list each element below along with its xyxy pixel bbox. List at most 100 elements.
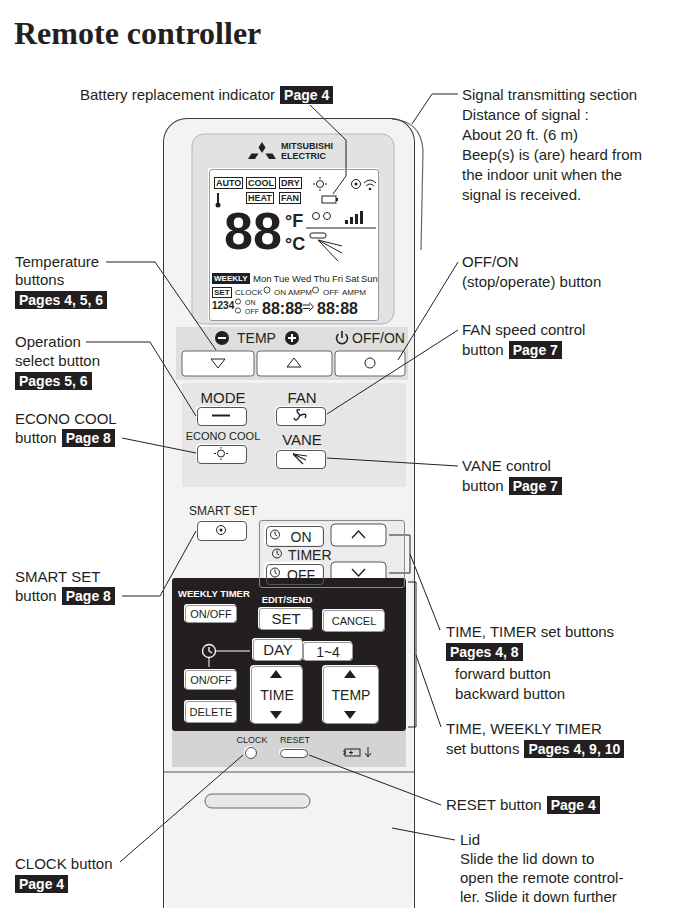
panel-label: WEEKLY TIMER [178,588,250,599]
battery-compartment-icon [343,747,371,757]
callout-label: FAN speed control [462,321,585,339]
time-button: TIME [251,666,303,724]
clock-icon [209,647,212,653]
callout-label: RESET button [446,796,542,814]
button-label: CANCEL [332,615,377,627]
forward-key [331,524,386,546]
timer-indicator: ON [274,288,286,297]
signal-icon [364,180,376,186]
page-reference-badge: Page 4 [547,796,600,814]
program-button: 1~4 [303,642,353,661]
mode-indicator: FAN [279,192,301,204]
timer-indicator: OFF [245,308,259,316]
fan-speed-bar [350,217,353,224]
callout-label: set buttons [446,740,519,758]
mode-indicator: COOL [246,177,276,189]
brand-logo-text: MITSUBISHI ELECTRIC [281,142,341,161]
display-divider [306,228,376,229]
page-reference: Page 8 [66,588,111,604]
leader-line [416,655,441,727]
fan-speed-bar [355,214,358,224]
leader-line [122,438,196,453]
set-button: EDIT/SENDSET [259,608,313,630]
button-label: DELETE [190,706,233,718]
set-indicator: SET [212,287,232,298]
button-label: ON/OFF [190,674,232,686]
lcd-display: AUTOCOOLDRYHEATFAN88°F°CWEEKLYMonTueWedT… [209,169,379,321]
day-button: DAY [253,639,303,661]
timer-indicator: OFF [323,288,339,297]
econo-icon [313,177,327,191]
button-face [275,449,325,468]
button-label: CLOCK [236,735,267,745]
callout-label: forward button [455,665,551,683]
mode-panel [182,383,406,487]
weekly-timer-panel [172,578,406,731]
callout-label: Distance of signal : [462,106,589,124]
leader-line [309,755,441,805]
callout-label: Beep(s) is (are) heard from [462,146,642,164]
button-face [196,444,246,463]
button-label: ON/OFF [190,608,232,620]
cancel-button: CANCEL [323,610,385,632]
leader-line [398,262,458,360]
fan-button: FAN [276,407,326,426]
thermometer-icon [217,193,219,203]
minus-icon [218,337,226,339]
timer-icon [264,287,270,293]
callout-label: Signal transmitting section [462,86,637,104]
reset-button: RESET [280,749,308,758]
clock-icon [271,530,280,539]
battery-icon [322,196,336,203]
leader-line [327,330,458,414]
button-label: FAN [287,389,316,406]
weekday: Sat [345,273,359,284]
callout-label: button [462,477,504,495]
econo-icon [317,181,324,188]
callout-label: Battery replacement indicator [80,86,275,104]
temp-down-key [182,351,254,376]
down-arrow [344,711,356,719]
leader-line [106,262,216,350]
display-window [208,168,378,320]
button-label: RESET [280,735,310,745]
timer-panel-fill [258,519,404,587]
button-face [250,665,302,723]
bottom-strip [172,731,406,767]
smart-set-icon [352,180,361,189]
button-label: TEMP [332,688,371,703]
temp-key-band [176,327,408,380]
weekday: Fri [332,273,343,284]
page-reference-badge: Pages 4, 5, 6 [15,291,107,309]
callout-label: Temperature [15,253,99,271]
callout-label: button [15,587,57,605]
plus-icon [285,331,299,345]
callout-label: SMART SET [15,568,100,586]
up-arrow [270,670,282,678]
button-face [184,604,236,622]
econo-icon [218,450,225,457]
leader-line [86,342,196,416]
panel-label: TIMER [288,548,332,563]
button-face [264,524,322,545]
weekday: Sun [361,273,378,284]
down-triangle [211,359,225,368]
mode-dash [212,415,230,417]
button-label: MODE [201,389,246,406]
page-reference-badge: Page 4 [15,875,68,893]
unit-symbol: °C [285,235,305,253]
key-label: TEMP [237,330,276,346]
smart-set-button: SMART SET [197,521,247,541]
button-face [322,665,378,723]
power-icon [337,331,348,344]
page-reference: Pages 4, 9, 10 [528,741,620,757]
clock-icon [275,570,277,575]
clock-icon [275,532,277,537]
mode-indicator: AUTO [214,177,243,189]
page-reference-badge: Page 8 [62,587,115,605]
down-arrow [270,711,282,719]
battery-icon [336,198,338,201]
fan-icon [294,410,306,420]
ampm-indicator: AMPM [288,288,312,297]
backward-chevron [352,569,365,576]
